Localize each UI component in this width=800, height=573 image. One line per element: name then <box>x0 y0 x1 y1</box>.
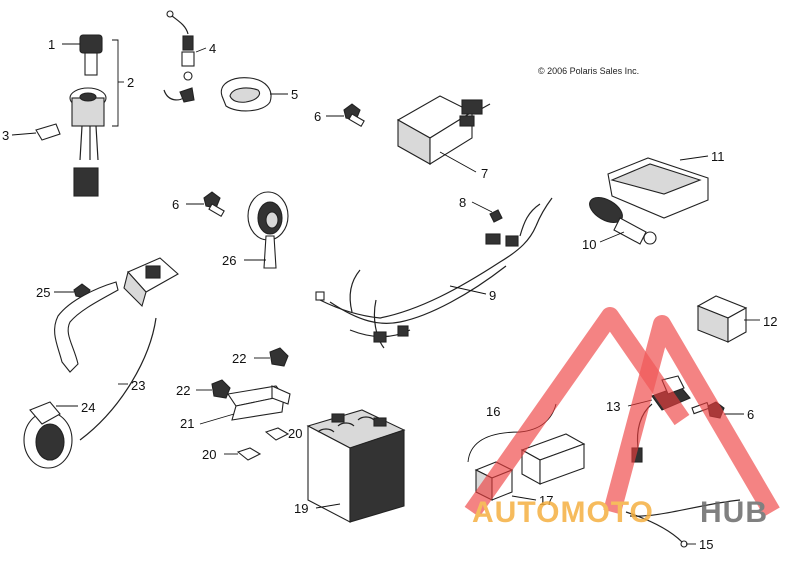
callout-1: 1 <box>48 37 55 52</box>
callout-2: 2 <box>127 75 134 90</box>
part-bolt-top: 6 <box>314 103 365 127</box>
automotohub-watermark: AUTOMOTO HUB <box>464 307 780 529</box>
callout-16: 16 <box>486 404 500 419</box>
part-fuse-holder: 16 <box>467 403 586 485</box>
callout-6-lower: 6 <box>747 407 754 422</box>
part-pad-upper: 20 <box>264 426 302 441</box>
part-voltage-regulator: 7 <box>396 95 491 181</box>
callout-17: 17 <box>539 493 553 508</box>
watermark-text-hub: HUB <box>700 496 768 529</box>
watermark-triangle-right <box>603 315 780 517</box>
callout-12: 12 <box>763 314 777 329</box>
callout-25: 25 <box>36 285 50 300</box>
part-cover: 5 <box>220 77 298 112</box>
callout-6-middle: 6 <box>172 197 179 212</box>
part-small-screw: 8 <box>459 195 503 223</box>
part-nut-upper: 22 <box>232 347 289 367</box>
callout-5: 5 <box>291 87 298 102</box>
watermark-text-automoto: AUTOMOTO <box>472 496 654 529</box>
part-flap-cover: 11 <box>607 149 725 219</box>
callout-22-upper: 22 <box>232 351 246 366</box>
part-cable: 15 <box>625 499 741 552</box>
callout-21: 21 <box>180 416 194 431</box>
part-relay: 12 <box>696 295 777 343</box>
callout-19: 19 <box>294 501 308 516</box>
callout-20-upper: 20 <box>288 426 302 441</box>
part-nut-lower: 22 <box>176 379 231 399</box>
part-ignition-coil <box>54 257 179 373</box>
callout-13: 13 <box>606 399 620 414</box>
callout-11: 11 <box>711 149 725 164</box>
callout-15: 15 <box>699 537 713 552</box>
part-horn: 26 <box>222 191 289 269</box>
callout-22-lower: 22 <box>176 383 190 398</box>
callout-10: 10 <box>582 237 596 252</box>
part-ignition-switch: 2 <box>69 39 134 197</box>
callout-20-lower: 20 <box>202 447 216 462</box>
part-switch-clip: 3 <box>2 123 61 143</box>
callout-7: 7 <box>481 166 488 181</box>
part-bolt-middle: 6 <box>172 191 225 217</box>
callout-8: 8 <box>459 195 466 210</box>
callout-4: 4 <box>209 41 216 56</box>
part-spark-plug-cap: 24 <box>23 400 95 469</box>
callout-3: 3 <box>2 128 9 143</box>
callout-9: 9 <box>489 288 496 303</box>
callout-24: 24 <box>81 400 95 415</box>
callout-6-top: 6 <box>314 109 321 124</box>
callout-23: 23 <box>131 378 145 393</box>
part-key: 1 <box>48 34 103 76</box>
copyright-text: © 2006 Polaris Sales Inc. <box>538 66 639 76</box>
callout-26: 26 <box>222 253 236 268</box>
part-pad-lower: 20 <box>202 447 262 462</box>
part-wire-connector: 4 <box>163 10 216 103</box>
part-spark-plug-wire: 23 <box>79 317 157 441</box>
part-battery-bracket: 21 <box>180 385 291 431</box>
watermark-triangle-left <box>464 307 690 518</box>
part-wiring-harness: 9 <box>315 197 553 349</box>
part-battery: 19 <box>294 409 406 523</box>
part-light-socket: 10 <box>582 196 657 252</box>
